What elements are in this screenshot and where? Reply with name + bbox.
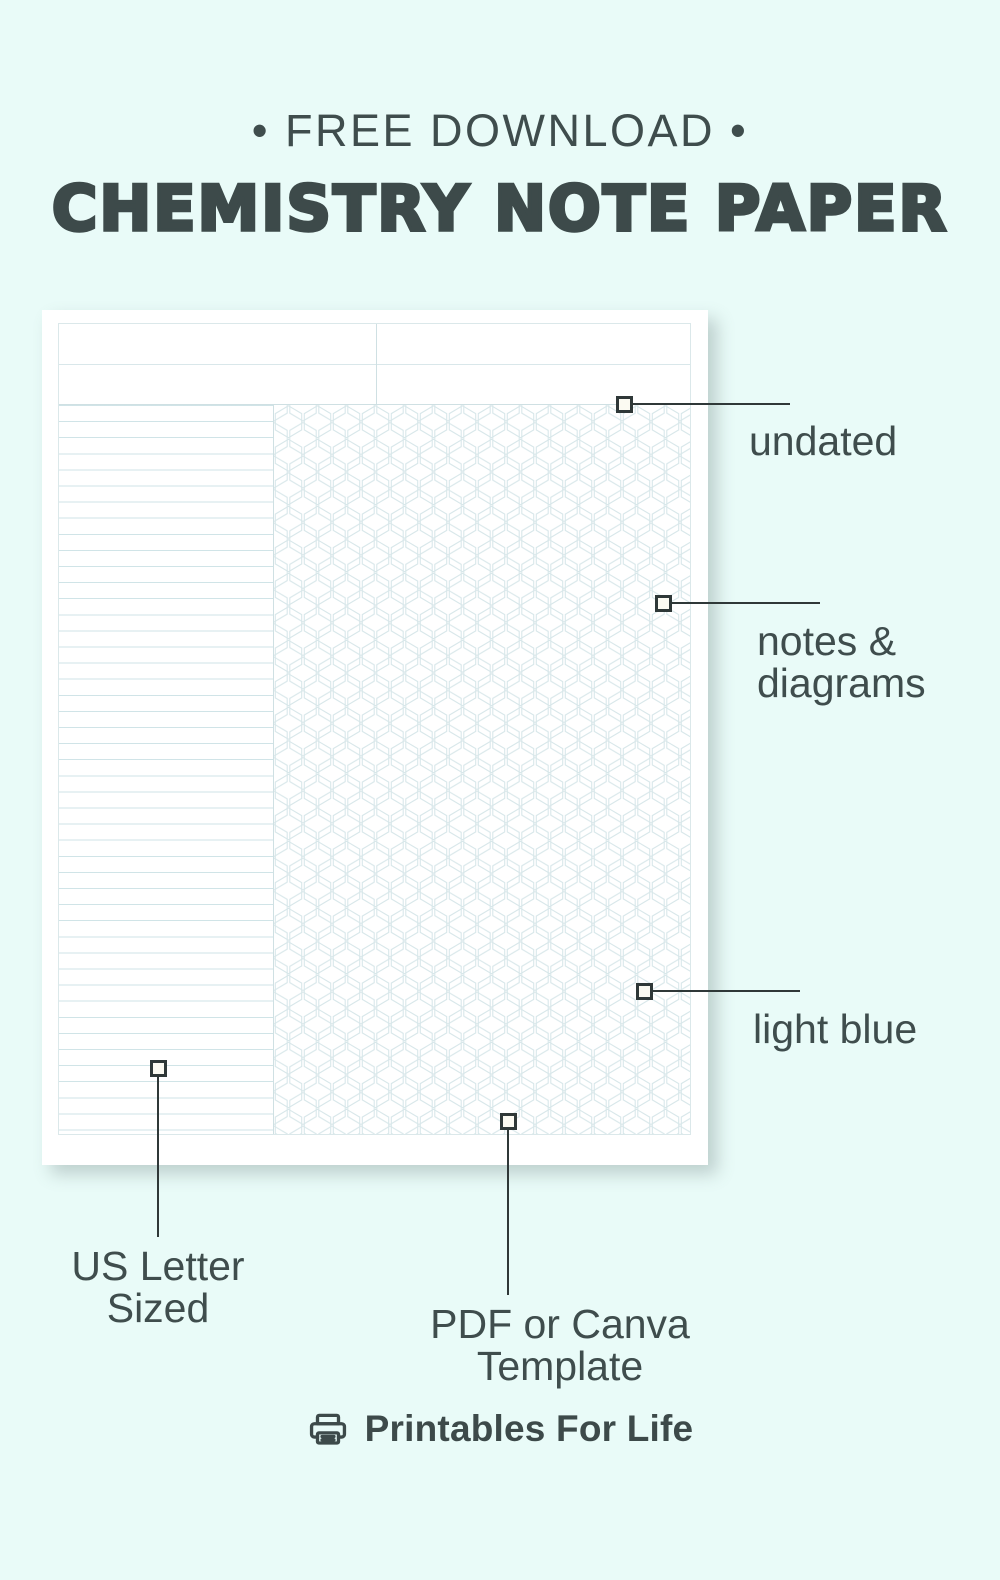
callout-leader-color <box>653 990 800 992</box>
callout-leader-undated <box>633 403 790 405</box>
callout-leader-notes <box>672 602 820 604</box>
brand-name: Printables For Life <box>364 1408 694 1449</box>
callout-label-notes: notes & diagrams <box>757 618 926 707</box>
callout-label-size: US Letter Sized <box>71 1243 245 1332</box>
hexagon-grid-section <box>274 405 690 1134</box>
note-paper-preview <box>42 310 708 1165</box>
brand-footer: Printables For Life <box>0 1408 1000 1450</box>
callout-leader-size <box>157 1077 159 1237</box>
callout-marker-color[interactable] <box>636 983 653 1000</box>
callout-marker-size[interactable] <box>150 1060 167 1077</box>
paper-sheet-shadow <box>42 310 708 1165</box>
callout-label-undated: undated <box>749 418 898 464</box>
callout-leader-format <box>507 1130 509 1295</box>
page-header: • FREE DOWNLOAD • CHEMISTRY NOTE PAPER <box>0 0 1000 245</box>
callout-marker-format[interactable] <box>500 1113 517 1130</box>
callout-label-format: PDF or Canva Template <box>430 1301 690 1390</box>
header-column-divider <box>376 324 377 404</box>
printer-icon <box>307 1408 349 1450</box>
page-title: CHEMISTRY NOTE PAPER <box>50 171 949 245</box>
ruled-lines-section <box>59 405 273 1134</box>
paper-content-frame <box>58 323 691 1135</box>
eyebrow-text: • FREE DOWNLOAD • <box>251 105 749 156</box>
sheet-body <box>59 405 690 1134</box>
body-column-divider <box>273 405 274 1134</box>
header-row-divider <box>59 364 690 365</box>
callout-marker-undated[interactable] <box>616 396 633 413</box>
callout-label-color: light blue <box>753 1006 918 1052</box>
sheet-header-block <box>59 324 690 405</box>
callout-marker-notes[interactable] <box>655 595 672 612</box>
